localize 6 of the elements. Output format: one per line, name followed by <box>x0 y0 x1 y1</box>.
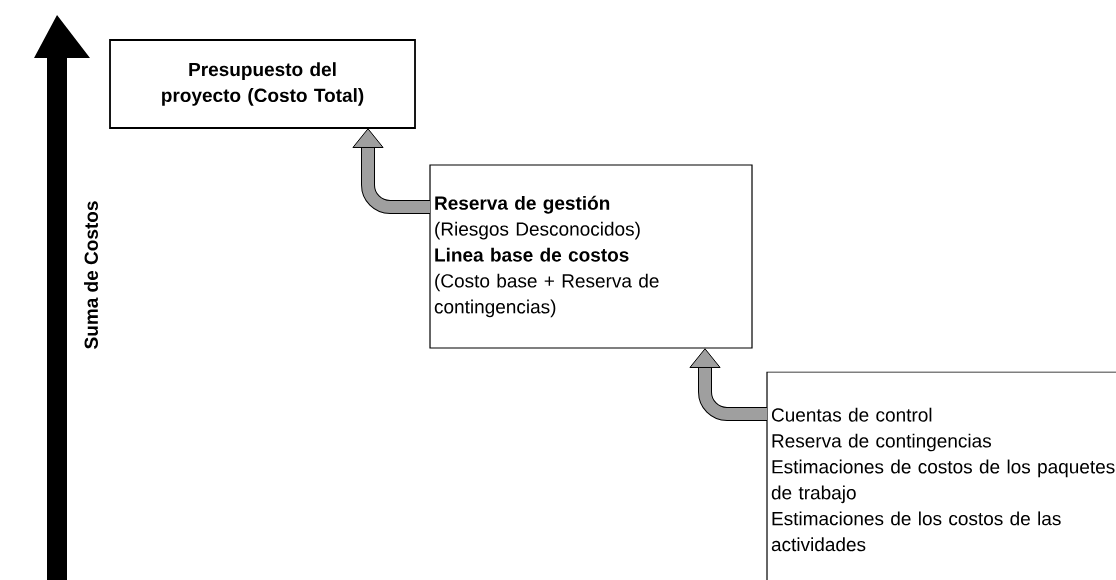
curved-arrow <box>352 128 430 214</box>
axis-label: Suma de Costos <box>84 201 98 349</box>
text-box: Presupuesto del proyecto (Costo Total) <box>109 39 416 129</box>
curved-arrow <box>689 348 767 421</box>
text-box: Reserva de gestión (Riesgos Desconocidos) Linea base de costos (Costo base + Reserva de contingencias) <box>429 164 753 349</box>
text-box: Cuentas de control Reserva de contingencias Estimaciones de costos de los paquetes de trabajo Estimaciones de los costos de las actividades <box>766 371 1116 580</box>
